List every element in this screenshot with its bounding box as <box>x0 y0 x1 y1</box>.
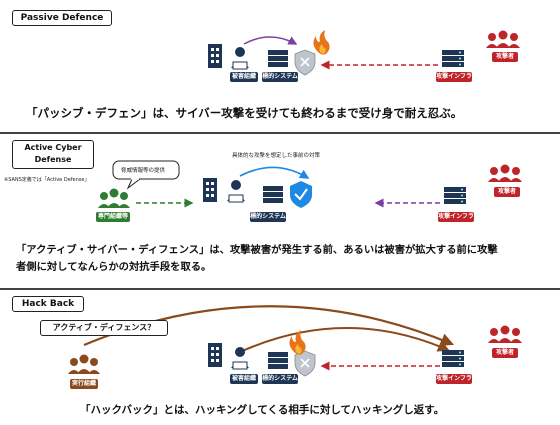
hackback-caption: 「ハックバック」とは、ハッキングしてくる相手に対してハッキングし返す。 <box>80 404 445 416</box>
active-bubble-text: 脅威情報等の提供 <box>121 168 166 174</box>
active-top-note: 具体的な攻撃を想定した事前の対策 <box>232 153 321 159</box>
passive-label-target-system: 標的システム <box>262 72 298 82</box>
active-title-box: Active Cyber Defense <box>12 140 94 169</box>
passive-building-icon <box>208 44 222 68</box>
active-attacker-group-icon <box>488 164 522 182</box>
active-sans-note: ※SANS定義では「Active Defense」 <box>4 177 90 183</box>
active-title: Active Cyber Defense <box>24 143 82 164</box>
hackback-server-icon <box>268 352 288 369</box>
passive-attacker-server-icon <box>442 50 464 67</box>
passive-title: Passive Defence <box>20 13 104 23</box>
passive-shield-icon <box>294 49 316 76</box>
passive-person-laptop-icon <box>231 47 249 70</box>
active-label-specialist-org: 専門組織等 <box>96 212 130 222</box>
passive-title-box: Passive Defence <box>12 10 112 26</box>
passive-attacker-group-icon <box>486 30 520 48</box>
active-person-group-icon <box>98 188 130 208</box>
hackback-tag: アクティブ・ディフェンス？ <box>52 323 156 332</box>
hackback-label-attacker-infra: 攻撃インフラ <box>436 374 472 384</box>
hackback-label-attacker: 攻撃者 <box>492 348 518 358</box>
hackback-building-icon <box>208 343 222 367</box>
passive-label-victim-org: 被害組織 <box>230 72 258 82</box>
hackback-fire-icon <box>289 330 306 355</box>
hackback-title-box: Hack Back <box>12 296 84 312</box>
active-person-laptop-icon <box>227 180 245 203</box>
active-caption-line2: 者側に対してなんらかの対抗手段を取る。 <box>16 261 212 273</box>
passive-caption: 「パッシブ・デフェン」は、サイバー攻撃を受けても終わるまで受け身で耐え忍ぶ。 <box>26 106 463 120</box>
hackback-tag-box: アクティブ・ディフェンス？ <box>40 320 168 336</box>
passive-fire-icon <box>313 30 330 55</box>
divider-1 <box>0 132 560 134</box>
active-building-icon <box>203 178 217 202</box>
active-label-attacker-infra: 攻撃インフラ <box>438 212 474 222</box>
hackback-shield-icon <box>294 350 316 377</box>
passive-server-icon <box>268 50 288 67</box>
active-label-target-system: 標的システム <box>250 212 286 222</box>
hackback-attacker-server-icon <box>442 350 464 367</box>
active-shield-check-icon <box>290 181 312 208</box>
hackback-person-group-icon <box>68 354 100 374</box>
hackback-label-target-system: 標的システム <box>262 374 298 384</box>
passive-label-attacker: 攻撃者 <box>492 52 518 62</box>
active-attacker-server-icon <box>444 187 466 204</box>
active-label-attacker: 攻撃者 <box>494 187 520 197</box>
divider-2 <box>0 288 560 290</box>
active-caption-line1: 「アクティブ・サイバー・ディフェンス」は、攻撃被害が発生する前、あるいは被害が拡… <box>16 244 498 256</box>
hackback-attacker-group-icon <box>488 325 522 343</box>
hackback-label-executing-org: 実行組織 <box>70 379 98 389</box>
hackback-person-laptop-icon <box>231 347 249 370</box>
active-bubble-shape <box>112 160 180 190</box>
active-server-icon <box>263 186 283 203</box>
hackback-title: Hack Back <box>21 299 75 309</box>
hackback-label-victim-org: 被害組織 <box>230 374 258 384</box>
passive-label-attacker-infra: 攻撃インフラ <box>436 72 472 82</box>
